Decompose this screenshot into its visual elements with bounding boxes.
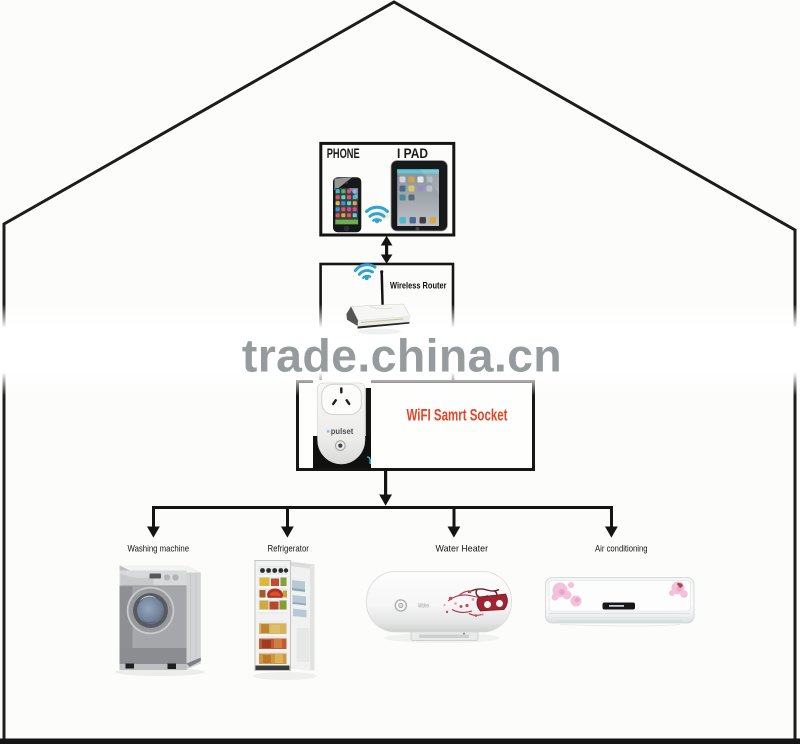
svg-text:Washing machine: Washing machine xyxy=(128,544,190,555)
svg-text:Refrigerator: Refrigerator xyxy=(267,544,309,555)
svg-text:trade.china.cn: trade.china.cn xyxy=(242,330,562,382)
svg-text:I PAD: I PAD xyxy=(397,145,428,161)
svg-text:Water Heater: Water Heater xyxy=(436,544,489,555)
svg-text:Air conditioning: Air conditioning xyxy=(595,544,648,555)
svg-text:Wireless Router: Wireless Router xyxy=(390,281,447,292)
svg-text:WiFI Samrt Socket: WiFI Samrt Socket xyxy=(407,407,508,425)
svg-text:pulset: pulset xyxy=(331,426,354,436)
svg-text:Midea: Midea xyxy=(418,604,429,610)
svg-text:PHONE: PHONE xyxy=(327,145,360,161)
